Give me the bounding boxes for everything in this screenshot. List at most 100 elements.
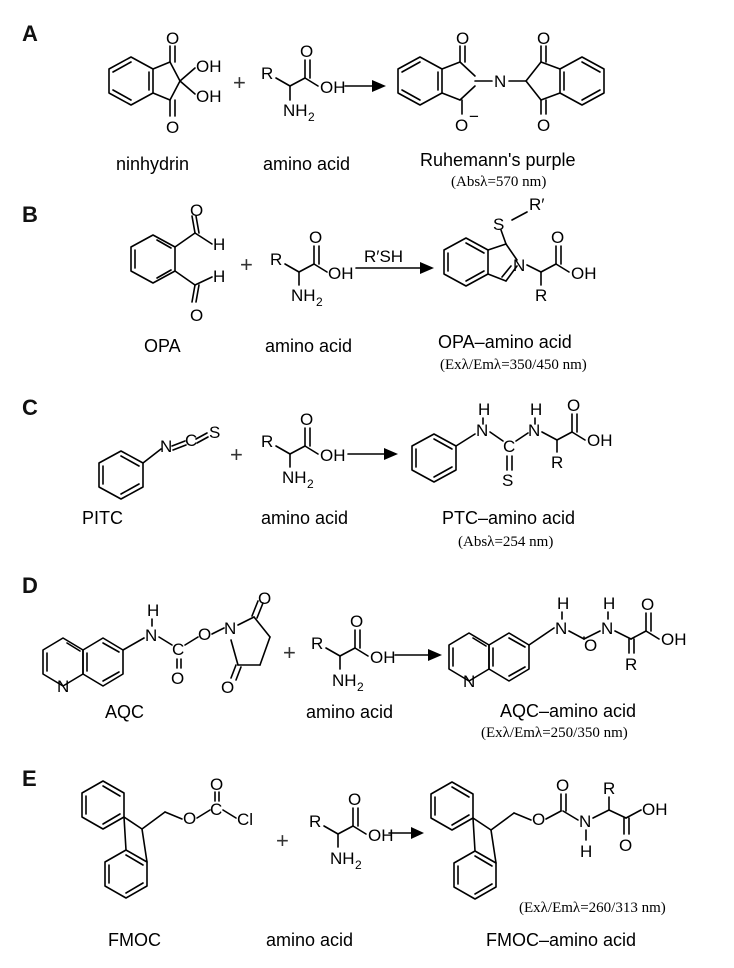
svg-text:OH: OH: [368, 826, 394, 845]
svg-text:C: C: [210, 800, 222, 819]
svg-text:OH: OH: [661, 630, 687, 649]
svg-text:S: S: [209, 423, 220, 442]
reaction-arrow: [384, 448, 398, 460]
svg-text:O: O: [348, 790, 361, 809]
product-note: (Absλ=254 nm): [458, 534, 553, 550]
amino-acid-structure: R O OH NH 2: [261, 42, 346, 124]
svg-text:H: H: [580, 842, 592, 861]
product-label: OPA–amino acid: [438, 332, 572, 352]
amino-acid-structure: R O OH NH 2: [311, 612, 396, 694]
reaction-arrow: [428, 649, 442, 661]
panel-a: A O O OH OH ninhydrin +: [22, 21, 605, 190]
ruhemanns-purple-structure: O O − N O O: [397, 29, 605, 135]
svg-text:H: H: [557, 594, 569, 613]
svg-text:OH: OH: [370, 648, 396, 667]
svg-text:OH: OH: [196, 87, 222, 106]
svg-text:S: S: [502, 471, 513, 490]
svg-text:S: S: [493, 215, 504, 234]
panel-d: D N N H C O O N: [22, 573, 687, 741]
svg-text:R: R: [309, 812, 321, 831]
svg-text:Cl: Cl: [237, 810, 253, 829]
reaction-condition: R′SH: [364, 247, 403, 266]
panel-label-c: C: [22, 395, 38, 420]
svg-text:O: O: [309, 228, 322, 247]
panel-label-d: D: [22, 573, 38, 598]
fmoc-amino-acid-structure: O O N H R O OH: [430, 776, 668, 900]
panel-label-b: B: [22, 202, 38, 227]
svg-text:NH: NH: [282, 468, 307, 487]
svg-text:N: N: [224, 619, 236, 638]
amino-acid-label: amino acid: [261, 508, 348, 528]
reagent-label: FMOC: [108, 930, 161, 950]
svg-text:O: O: [350, 612, 363, 631]
plus-sign: +: [233, 70, 246, 95]
svg-text:O: O: [300, 410, 313, 429]
amino-acid-structure: R O OH NH 2: [261, 410, 346, 491]
svg-text:N: N: [555, 619, 567, 638]
plus-sign: +: [230, 442, 243, 467]
svg-text:H: H: [213, 235, 225, 254]
aqc-structure: N N H C O O N O O: [42, 589, 271, 697]
svg-text:O: O: [551, 228, 564, 247]
svg-text:OH: OH: [328, 264, 354, 283]
svg-text:R: R: [270, 250, 282, 269]
product-label: AQC–amino acid: [500, 701, 636, 721]
svg-text:R′: R′: [529, 195, 544, 214]
svg-text:N: N: [57, 677, 69, 696]
svg-text:O: O: [166, 118, 179, 137]
svg-text:O: O: [221, 678, 234, 697]
aqc-amino-acid-structure: N N H O N H O OH R: [448, 594, 687, 691]
svg-text:R: R: [551, 453, 563, 472]
svg-text:C: C: [503, 437, 515, 456]
reagent-label: OPA: [144, 336, 181, 356]
svg-text:N: N: [513, 256, 525, 275]
svg-text:OH: OH: [587, 431, 613, 450]
opa-amino-acid-structure: S R′ N O OH R: [443, 195, 597, 305]
svg-text:N: N: [476, 421, 488, 440]
svg-text:OH: OH: [642, 800, 668, 819]
svg-text:O: O: [567, 396, 580, 415]
svg-text:O: O: [537, 29, 550, 48]
svg-text:R: R: [535, 286, 547, 305]
reagent-label: PITC: [82, 508, 123, 528]
svg-text:2: 2: [316, 295, 323, 309]
svg-text:N: N: [494, 72, 506, 91]
svg-text:N: N: [463, 672, 475, 691]
svg-text:H: H: [147, 601, 159, 620]
panel-c: C N C S PITC + R O OH: [22, 395, 613, 550]
product-label: FMOC–amino acid: [486, 930, 636, 950]
ninhydrin-structure: O O OH OH: [108, 29, 222, 137]
ptc-amino-acid-structure: N H C S N H O OH R: [411, 396, 613, 490]
svg-text:N: N: [579, 812, 591, 831]
svg-text:2: 2: [355, 858, 362, 872]
svg-text:O: O: [584, 636, 597, 655]
svg-text:R: R: [603, 779, 615, 798]
panel-label-e: E: [22, 766, 37, 791]
svg-text:O: O: [210, 775, 223, 794]
plus-sign: +: [283, 640, 296, 665]
svg-text:N: N: [145, 626, 157, 645]
svg-text:H: H: [213, 267, 225, 286]
svg-text:O: O: [532, 810, 545, 829]
reagent-label: ninhydrin: [116, 154, 189, 174]
panel-b: B O H H O OPA +: [22, 195, 597, 373]
reaction-arrow: [411, 827, 424, 839]
pitc-structure: N C S: [98, 423, 220, 500]
svg-text:O: O: [456, 29, 469, 48]
product-label: Ruhemann's purple: [420, 150, 576, 170]
amino-acid-label: amino acid: [263, 154, 350, 174]
svg-text:R: R: [261, 432, 273, 451]
opa-structure: O H H O: [130, 201, 225, 325]
amino-acid-label: amino acid: [306, 702, 393, 722]
panel-e: E O C O Cl FMOC +: [22, 766, 668, 950]
svg-text:NH: NH: [332, 671, 357, 690]
svg-text:N: N: [160, 437, 172, 456]
product-note: (Absλ=570 nm): [451, 174, 546, 190]
svg-text:H: H: [603, 594, 615, 613]
svg-text:O: O: [190, 201, 203, 220]
svg-text:O: O: [183, 809, 196, 828]
svg-text:R: R: [311, 634, 323, 653]
svg-text:R: R: [261, 64, 273, 83]
